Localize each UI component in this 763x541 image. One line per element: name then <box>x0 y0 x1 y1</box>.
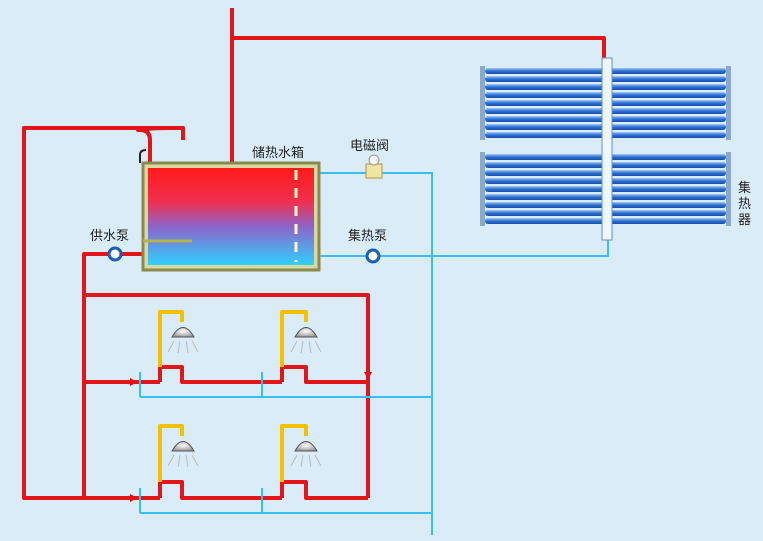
storage-tank <box>139 149 321 272</box>
storage-tank-label: 储热水箱 <box>252 145 304 161</box>
solar-collector <box>480 57 731 241</box>
valve-icon <box>368 154 380 166</box>
collector-pump-label: 集热泵 <box>348 228 387 244</box>
supply-pump-label: 供水泵 <box>90 229 129 244</box>
shower-head-icon <box>290 441 322 468</box>
shower-heads <box>167 327 322 468</box>
collector-pump <box>365 248 381 264</box>
supply-pump <box>107 246 123 262</box>
hot-water-pipes <box>22 8 606 500</box>
pump-icon <box>107 246 123 262</box>
shower-units <box>158 310 308 482</box>
flow-arrows <box>130 372 372 502</box>
shower-head-icon <box>167 327 199 354</box>
collector-label-2: 热 <box>738 197 751 212</box>
cold-water-pipes <box>139 172 609 535</box>
shower-head-icon <box>167 441 199 468</box>
solenoid-valve <box>365 154 383 179</box>
solenoid-valve-label: 电磁阀 <box>350 139 389 154</box>
collector-label-3: 器 <box>738 213 751 228</box>
collector-label-1: 集 <box>738 180 751 196</box>
pump-icon <box>365 248 381 264</box>
shower-head-icon <box>290 327 322 354</box>
